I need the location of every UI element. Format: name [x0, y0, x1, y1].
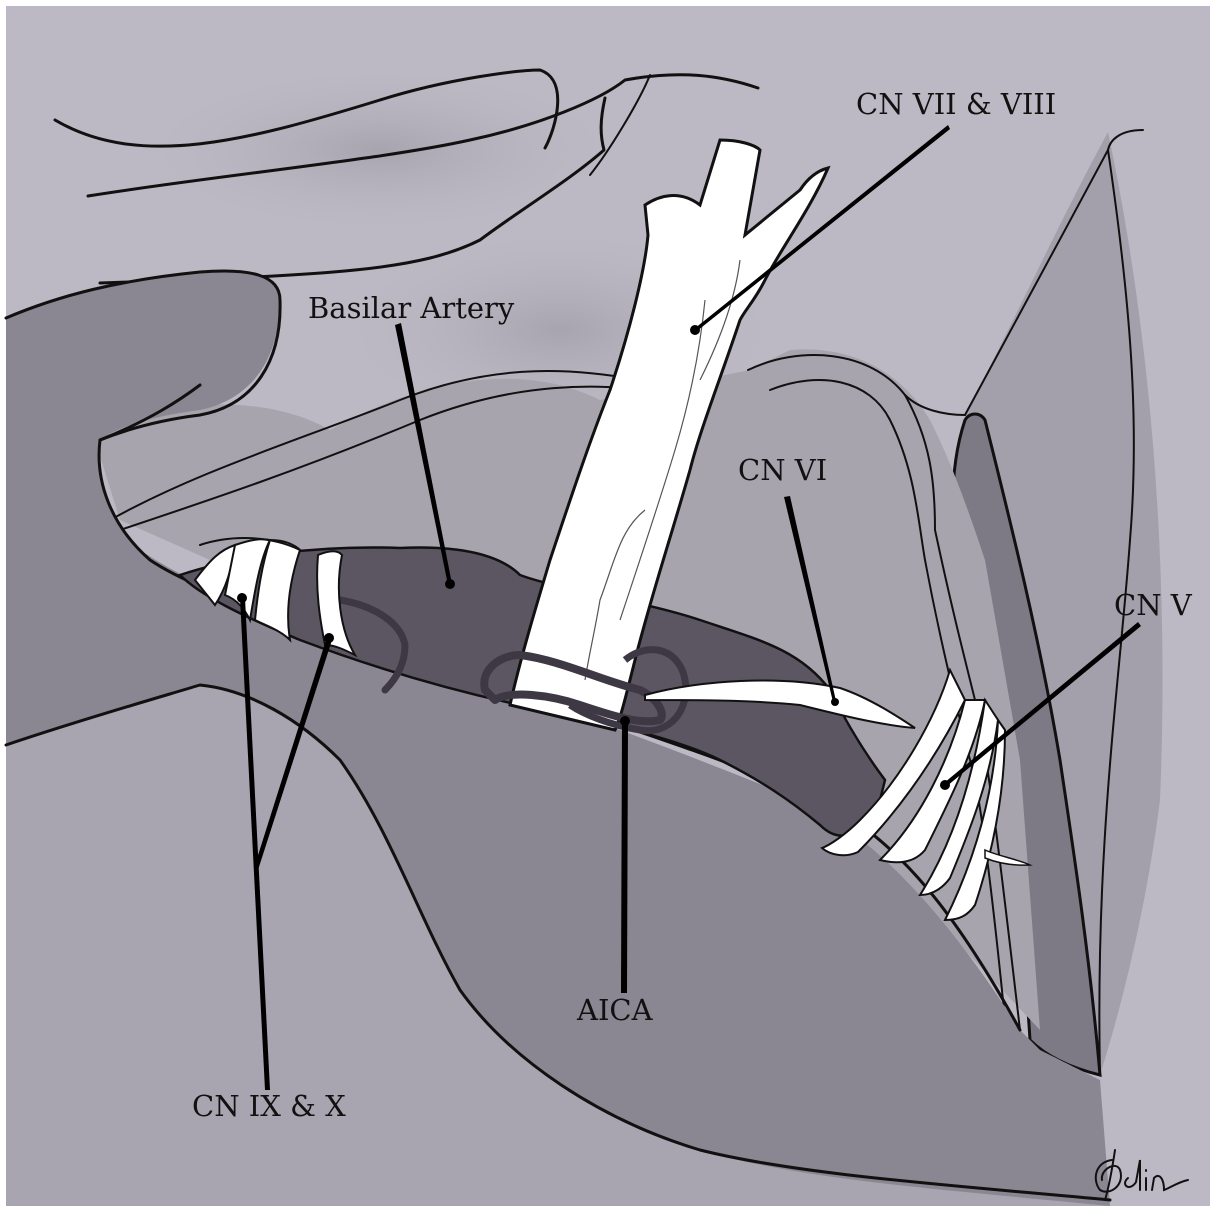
leader-dot [445, 579, 455, 589]
leader-dot [831, 698, 839, 706]
label-cn-ix-x: CN IX & X [192, 1089, 346, 1123]
background-shading [120, 60, 640, 240]
leader-dot [690, 325, 700, 335]
leader-dot [237, 593, 247, 603]
leader-dot [324, 633, 334, 643]
leader-line-aica [621, 722, 628, 993]
label-aica: AICA [576, 993, 654, 1027]
leader-dot [620, 716, 630, 726]
label-basilar-artery: Basilar Artery [308, 291, 515, 325]
label-cn-vii-viii: CN VII & VIII [856, 87, 1056, 121]
leader-dot [940, 780, 950, 790]
label-cn-vi: CN VI [738, 453, 827, 487]
label-cn-v: CN V [1114, 588, 1193, 622]
